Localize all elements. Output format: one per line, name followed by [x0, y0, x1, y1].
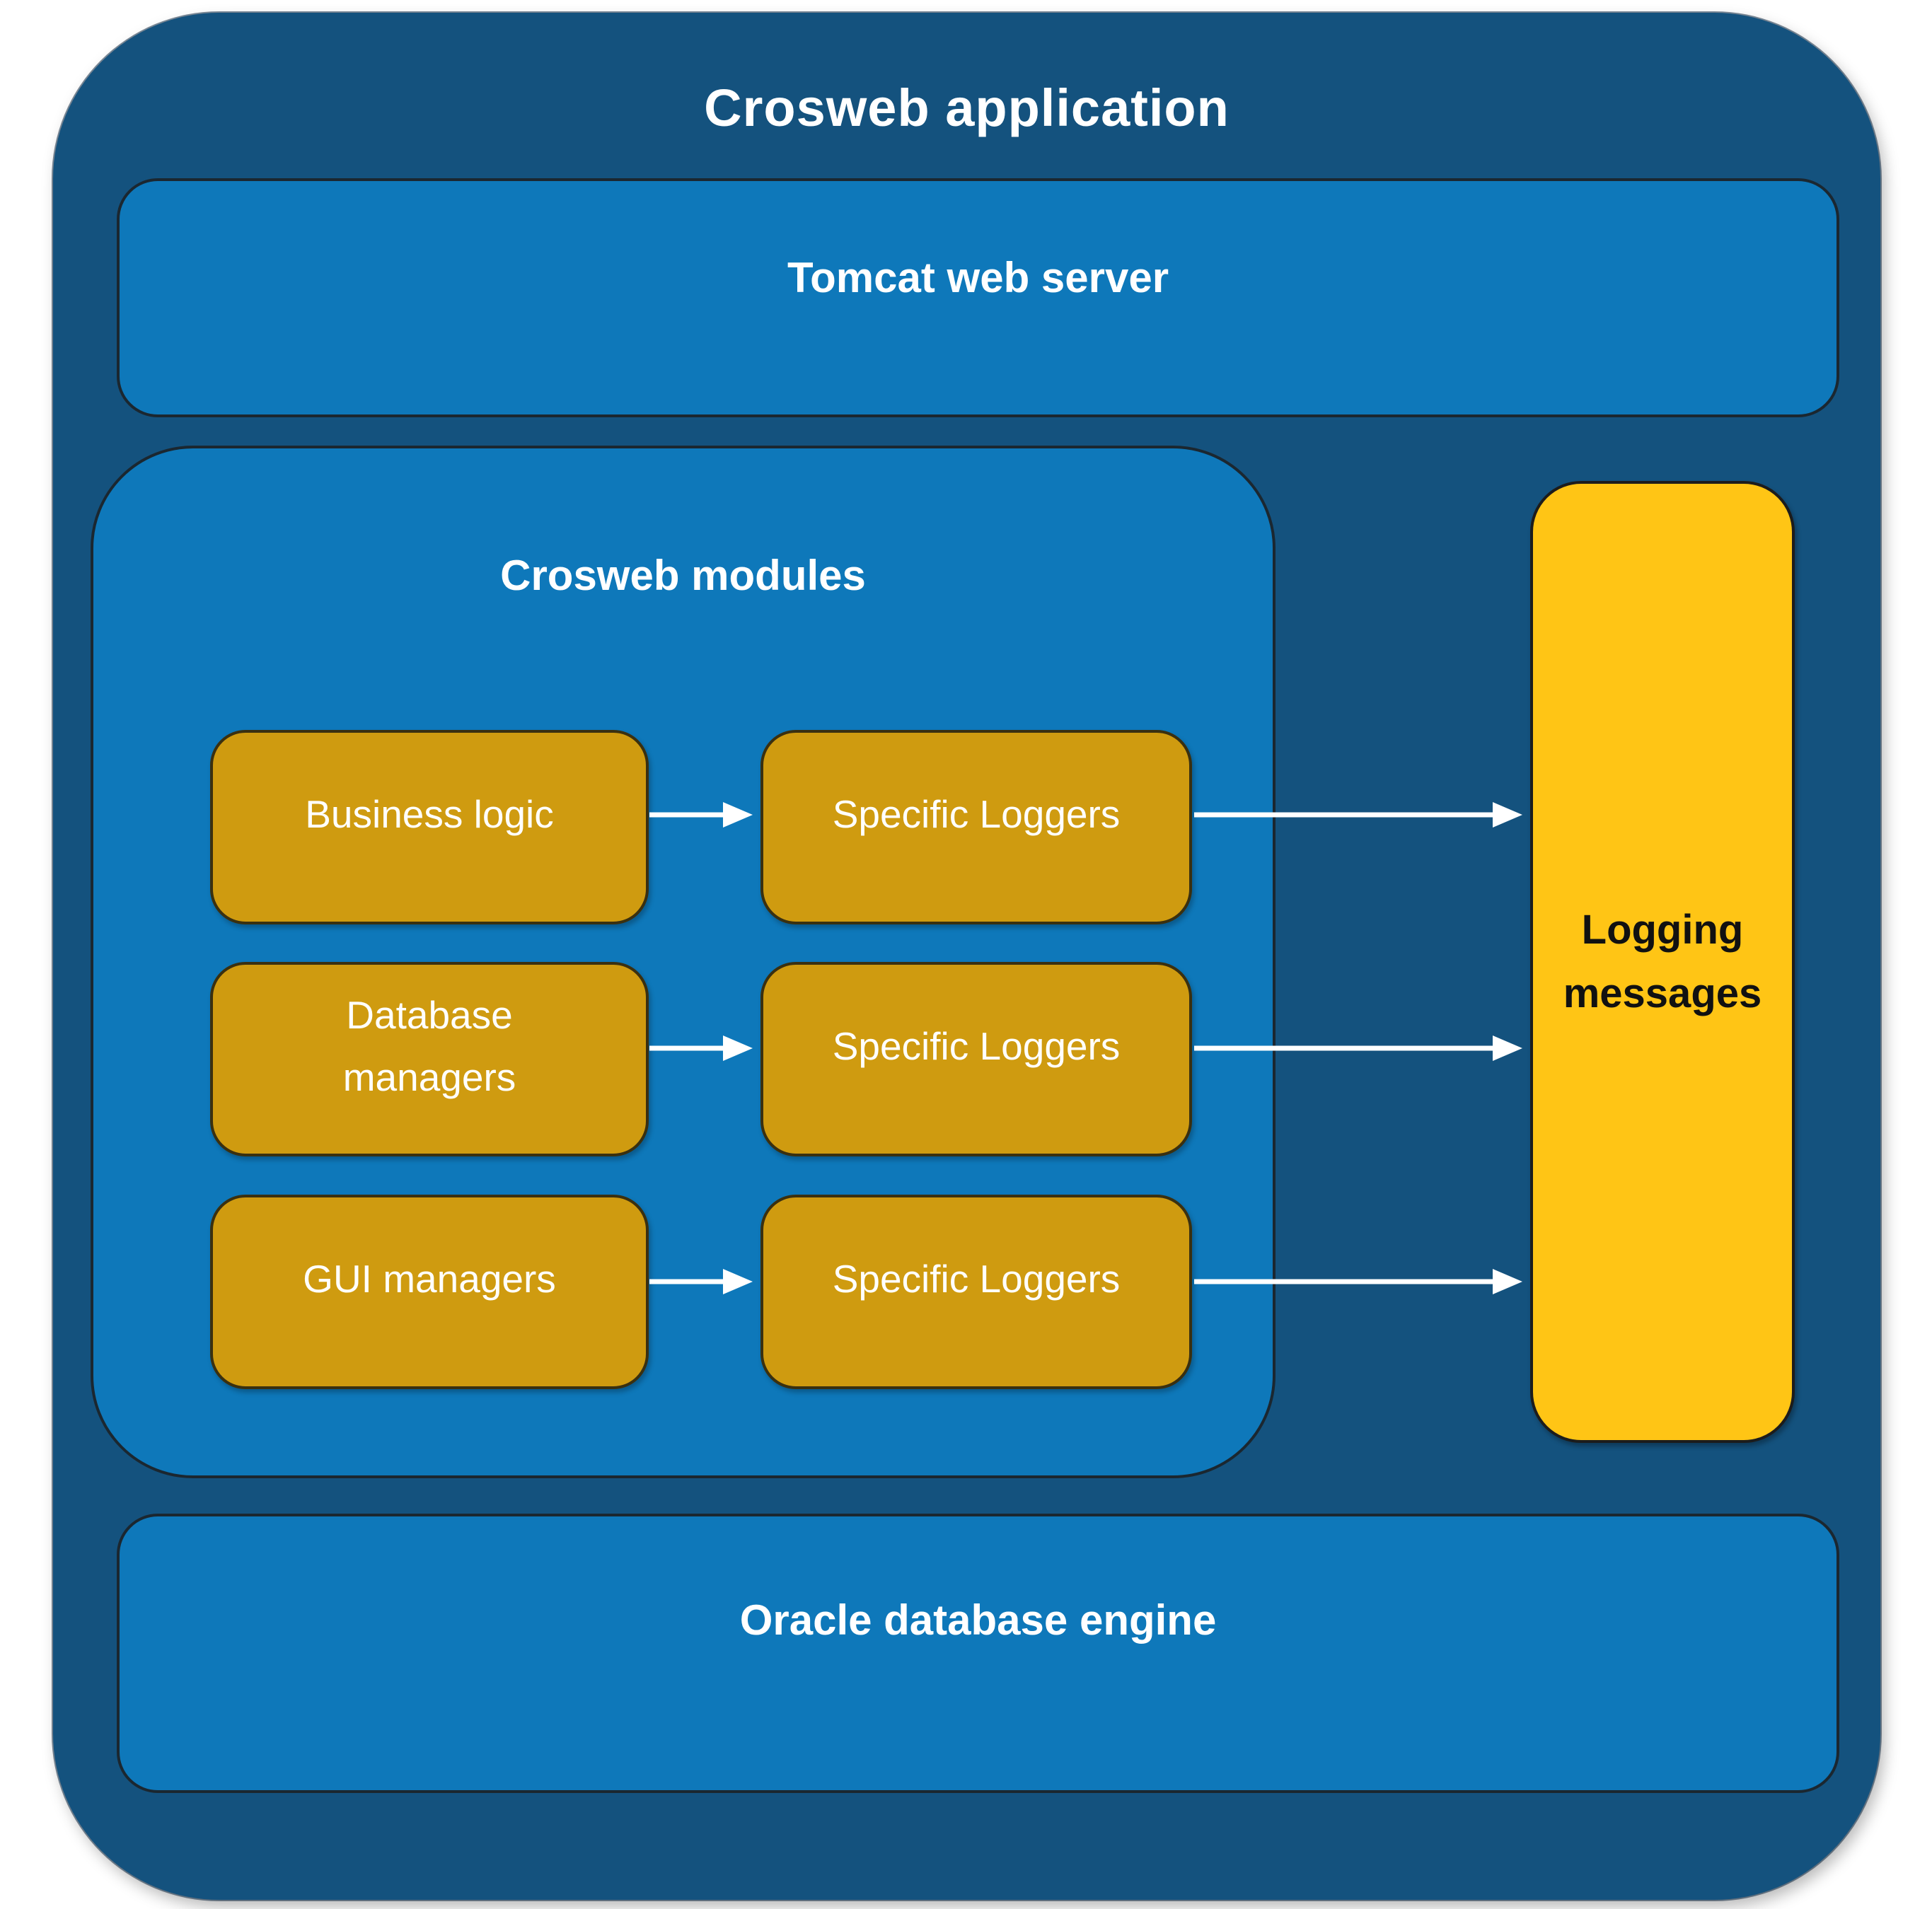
specific-loggers-label-3: Specific Loggers	[832, 1256, 1121, 1301]
tomcat-web-server-box: Tomcat web server	[117, 178, 1839, 417]
business-logic-label: Business logic	[305, 791, 554, 836]
oracle-database-engine-box: Oracle database engine	[117, 1514, 1839, 1793]
crosweb-modules-container: Crosweb modules Business logic Specific …	[91, 446, 1276, 1478]
business-logic-box: Business logic	[210, 730, 649, 924]
oracle-database-engine-label: Oracle database engine	[739, 1596, 1217, 1644]
specific-loggers-label-1: Specific Loggers	[832, 791, 1121, 836]
gui-managers-label: GUI managers	[303, 1256, 556, 1301]
tomcat-web-server-label: Tomcat web server	[787, 253, 1169, 301]
database-managers-label: Database managers	[342, 992, 516, 1099]
specific-loggers-box-3: Specific Loggers	[760, 1195, 1192, 1389]
logging-messages-label: Logging messages	[1563, 907, 1762, 1016]
specific-loggers-box-2: Specific Loggers	[760, 962, 1192, 1156]
diagram-title: Crosweb application	[704, 79, 1230, 137]
specific-loggers-label-2: Specific Loggers	[832, 1023, 1121, 1068]
crosweb-application-container: Crosweb application Tomcat web server Cr…	[53, 13, 1880, 1900]
logging-messages-box: Logging messages	[1530, 481, 1795, 1443]
specific-loggers-box-1: Specific Loggers	[760, 730, 1192, 924]
gui-managers-box: GUI managers	[210, 1195, 649, 1389]
database-managers-box: Database managers	[210, 962, 649, 1156]
crosweb-modules-title: Crosweb modules	[500, 552, 866, 599]
